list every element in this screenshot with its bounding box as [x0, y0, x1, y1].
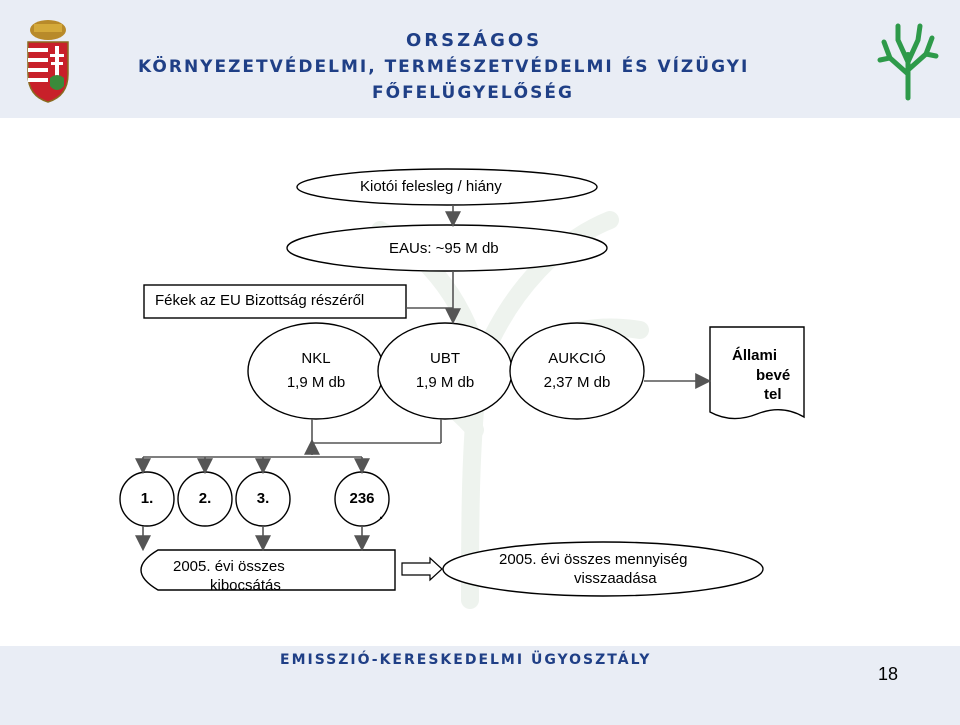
small-circle-2-label: 2.	[198, 490, 212, 507]
small-circle-1-label: 1.	[140, 490, 154, 507]
emission-shape	[140, 549, 396, 591]
state-revenue-doc	[709, 326, 805, 420]
top-oval	[296, 168, 598, 206]
emission-line-1: 2005. évi összes	[173, 558, 285, 575]
tree-logo-icon	[877, 23, 939, 101]
org-name-line-3: FŐFELÜGYELŐSÉG	[372, 83, 574, 103]
arrow-right-icon	[401, 556, 443, 582]
footer-band	[0, 646, 960, 725]
doc-line-3: tel	[764, 386, 782, 403]
brake-box	[143, 284, 407, 319]
brake-box-label: Fékek az EU Bizottság részéről	[155, 292, 365, 309]
nkl-value: 1,9 M db	[286, 374, 346, 391]
org-name-line-2: KÖRNYEZETVÉDELMI, TERMÉSZETVÉDELMI ÉS VÍ…	[138, 57, 750, 77]
auction-label: AUKCIÓ	[548, 350, 606, 367]
auction-circle	[509, 322, 645, 420]
top-oval-label: Kiotói felesleg / hiány	[360, 178, 502, 195]
doc-line-2: bevé	[756, 367, 791, 384]
page-number: 18	[878, 664, 899, 684]
small-circle-dot: .	[379, 506, 384, 523]
nkl-label: NKL	[301, 350, 331, 367]
small-circle-3-label: 3.	[256, 490, 270, 507]
header-band	[0, 0, 960, 118]
return-oval	[442, 541, 764, 597]
doc-line-1: Állami	[732, 347, 778, 364]
coat-of-arms-logo	[27, 20, 69, 103]
ubt-label: UBT	[430, 350, 460, 367]
nkl-circle	[247, 322, 385, 420]
return-line-1: 2005. évi összes mennyiség	[499, 551, 688, 568]
ubt-value: 1,9 M db	[415, 374, 475, 391]
return-line-2: visszaadása	[574, 570, 657, 587]
footer-department-title: EMISSZIÓ-KERESKEDELMI ÜGYOSZTÁLY	[280, 652, 652, 668]
emission-line-2: kibocsátás	[210, 577, 281, 594]
org-name-line-1: ORSZÁGOS	[406, 30, 543, 51]
small-circle-236-label: 236	[349, 490, 375, 507]
auction-value: 2,37 M db	[543, 374, 611, 391]
eaus-oval-label: EAUs: ~95 M db	[389, 240, 499, 257]
ubt-circle	[377, 322, 513, 420]
